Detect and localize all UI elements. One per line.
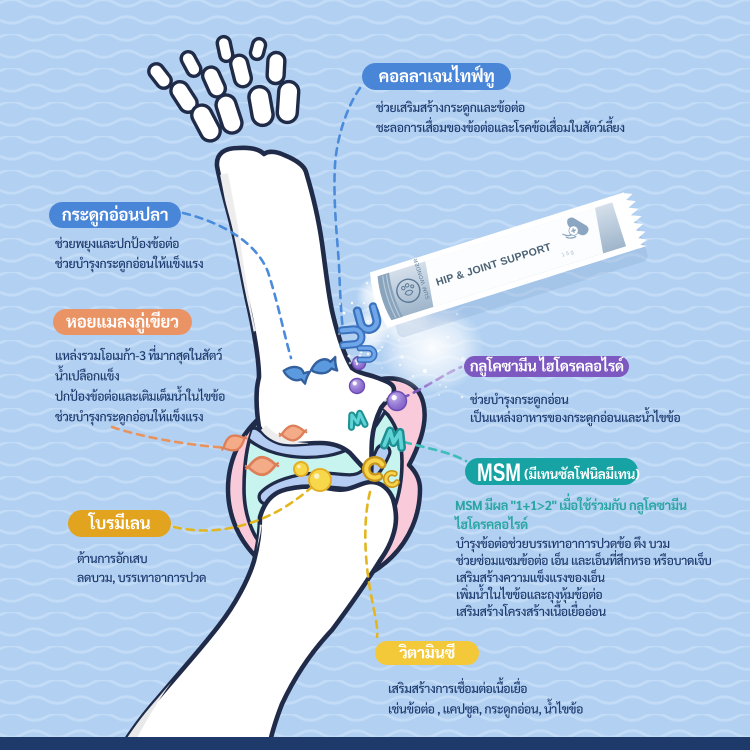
svg-text:MSM: MSM bbox=[477, 459, 521, 487]
svg-text:15g: 15g bbox=[561, 249, 576, 259]
